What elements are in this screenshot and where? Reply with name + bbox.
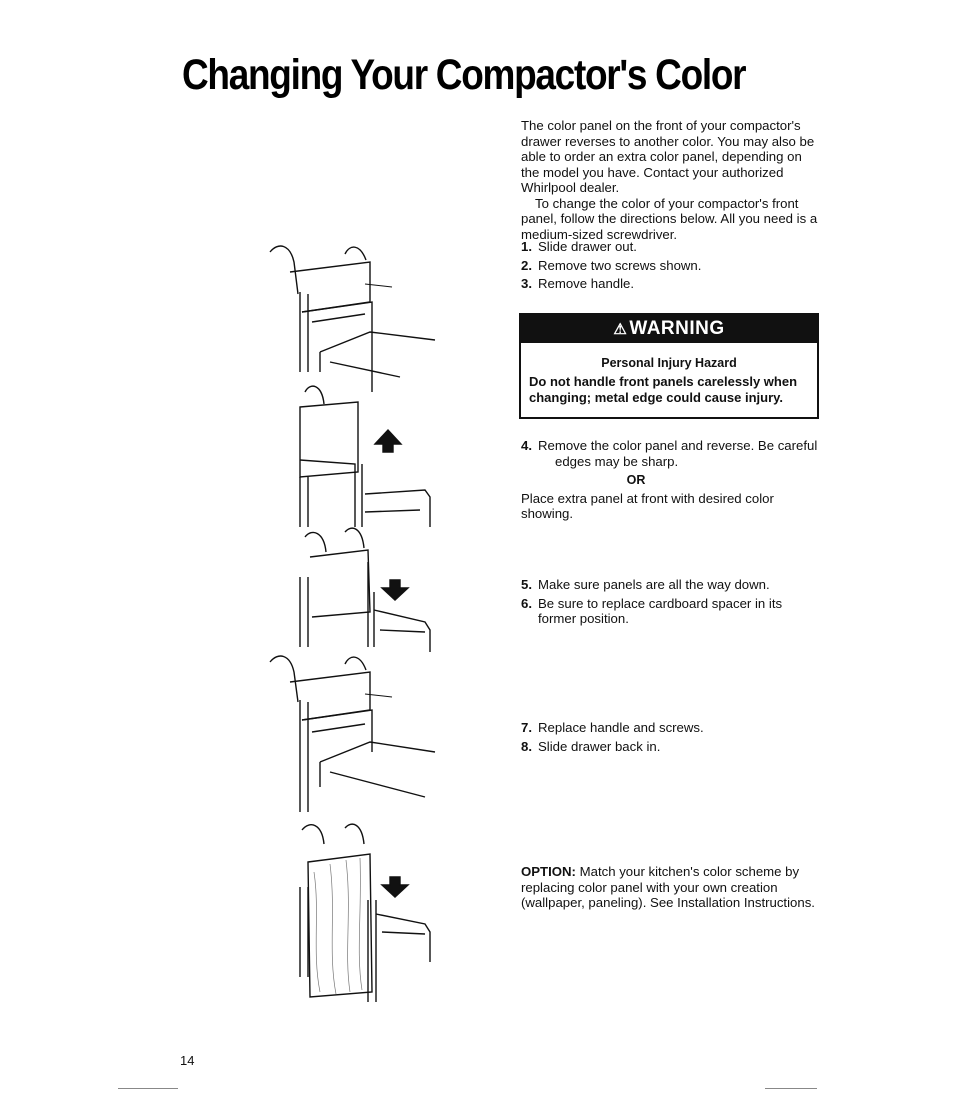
step-number: 8. [521, 738, 532, 754]
figure-custom-panel [299, 823, 431, 1002]
step-text: Replace handle and screws. [538, 720, 704, 735]
figure-drawer-out [269, 245, 436, 392]
warning-header: ⚠ WARNING [521, 315, 817, 343]
step-text: Remove the color panel and reverse. Be c… [538, 438, 818, 453]
steps-list-2: 5. Make sure panels are all the way down.… [521, 577, 821, 630]
page-title: Changing Your Compactor's Color [182, 51, 747, 99]
intro-text: The color panel on the front of your com… [521, 118, 821, 242]
step-number: 4. [521, 438, 532, 453]
warning-message: Do not handle front panels carelessly wh… [529, 374, 798, 405]
step-text: Be sure to replace cardboard spacer in i… [538, 595, 783, 627]
step-text: Slide drawer back in. [538, 738, 661, 754]
option-note: OPTION: Match your kitchen's color schem… [521, 864, 821, 911]
intro-paragraph-1: The color panel on the front of your com… [521, 118, 815, 195]
list-item: 6. Be sure to replace cardboard spacer in… [521, 596, 821, 627]
or-separator: OR [626, 473, 646, 487]
step-number: 3. [521, 276, 532, 291]
list-item: 7. Replace handle and screws. [521, 720, 821, 736]
list-item: 8. Slide drawer back in. [521, 739, 821, 755]
step-number: 1. [521, 239, 532, 254]
step-text: Make sure panels are all the way down. [538, 577, 770, 592]
step-number: 2. [521, 257, 532, 273]
compactor-illustrations [269, 245, 436, 1002]
hazard-title: Personal Injury Hazard [601, 356, 737, 370]
step-text: Remove two screws shown. [538, 257, 702, 273]
figure-replace-handle [269, 655, 436, 812]
step-text: Slide drawer out. [538, 239, 637, 254]
step-4-block: 4. Remove the color panel and reverse. B… [521, 438, 821, 522]
warning-triangle-icon: ⚠ [613, 321, 628, 338]
steps-list-3: 7. Replace handle and screws. 8. Slide dra… [521, 720, 821, 757]
step-number: 6. [521, 595, 532, 611]
figure-panel-lift [299, 385, 431, 527]
page-number: 14 [180, 1053, 195, 1068]
list-item: 2. Remove two screws shown. [521, 258, 821, 274]
alternate-instruction: Place extra panel at front with desired … [521, 490, 774, 522]
option-text: Match your kitchen's color scheme by rep… [521, 864, 815, 910]
list-item: 4. Remove the color panel and reverse. B… [521, 438, 821, 454]
list-item: 3. Remove handle. [521, 276, 821, 292]
warning-label: WARNING [629, 318, 725, 339]
down-arrow-icon [380, 876, 410, 898]
list-item: 5. Make sure panels are all the way down. [521, 577, 821, 593]
step-number: 5. [521, 577, 532, 592]
up-arrow-icon [373, 428, 403, 453]
footer-rule-right [765, 1088, 817, 1089]
step-number: 7. [521, 720, 532, 735]
option-label: OPTION: [521, 864, 576, 879]
steps-list-1: 1. Slide drawer out. 2. Remove two screws … [521, 239, 821, 295]
step-4-continuation: edges may be sharp. [555, 453, 679, 469]
intro-paragraph-2: To change the color of your compactor's … [521, 195, 818, 242]
figure-panel-lower [299, 527, 431, 652]
warning-box: ⚠ WARNING Personal Injury Hazard Do not … [519, 313, 819, 419]
list-item: 1. Slide drawer out. [521, 239, 821, 255]
footer-rule-left [118, 1088, 178, 1089]
step-text: Remove handle. [538, 276, 635, 291]
down-arrow-icon [380, 579, 410, 601]
